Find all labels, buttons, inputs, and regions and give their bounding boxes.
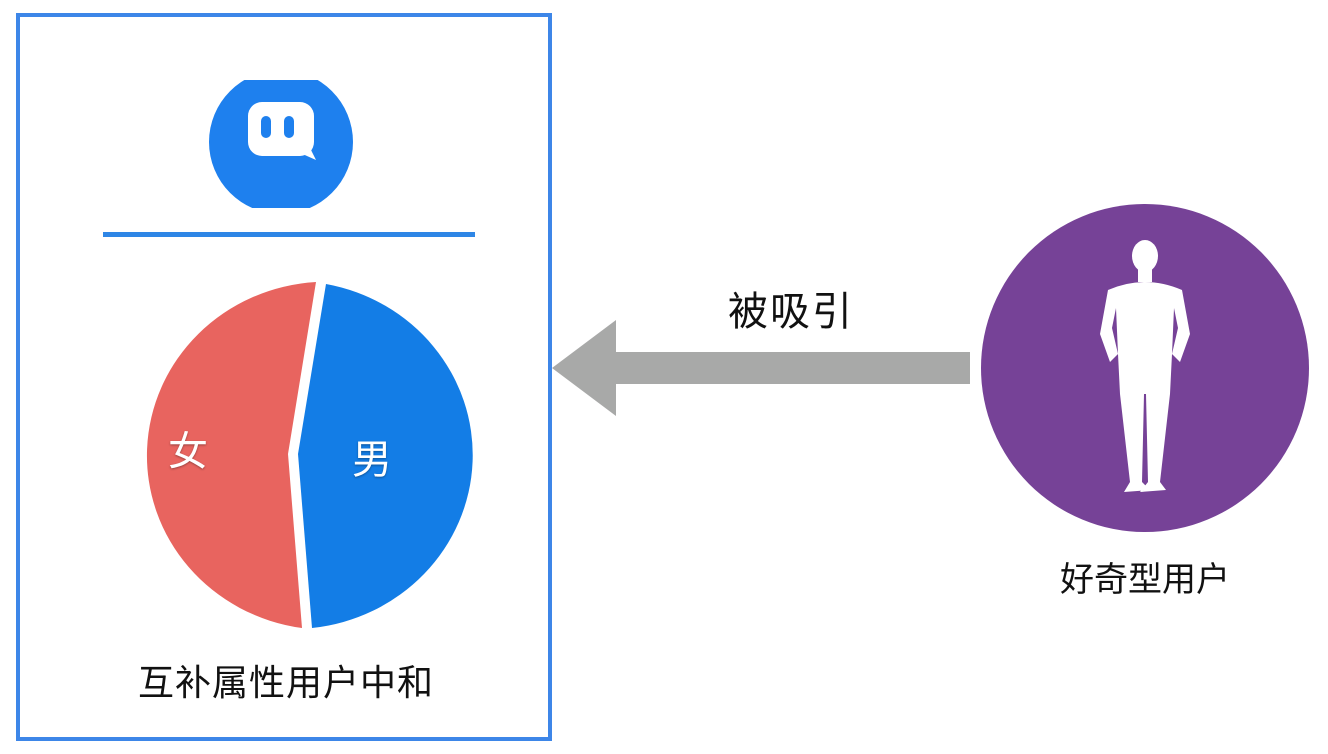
male-slice [298, 284, 473, 628]
female-slice [146, 282, 316, 628]
gender-pie [146, 282, 473, 628]
divider [103, 232, 475, 237]
arrow-label: 被吸引 [728, 289, 854, 335]
left-caption: 互补属性用户中和 [137, 663, 434, 704]
chat-bubble-icon [209, 80, 353, 208]
app-panel [16, 13, 552, 741]
female-label: 女 [168, 429, 208, 475]
attraction-arrow [552, 320, 970, 416]
male-label: 男 [352, 437, 392, 483]
person-silhouette-icon [981, 204, 1309, 532]
user-caption: 好奇型用户 [1060, 560, 1230, 600]
